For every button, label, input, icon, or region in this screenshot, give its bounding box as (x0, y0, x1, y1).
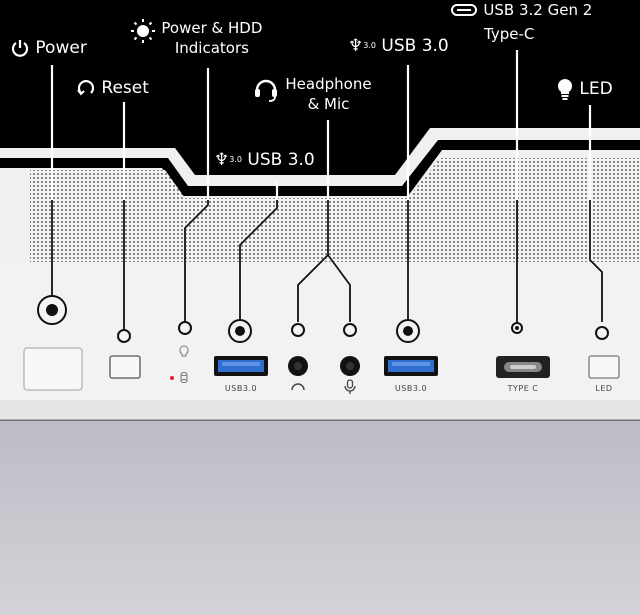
usb-port-right[interactable] (384, 356, 438, 376)
reset-icon (77, 80, 95, 96)
headphone-icon (291, 383, 305, 391)
microphone-icon (344, 379, 356, 394)
led-button[interactable] (588, 355, 620, 379)
bezel (0, 262, 640, 420)
type-c-icon (451, 4, 477, 16)
label-type-c: USB 3.2 Gen 2 (450, 0, 592, 20)
label-reset: Reset (76, 78, 149, 98)
chassis-stripe (0, 140, 640, 196)
usb-icon: ♆ (348, 36, 364, 56)
indicator-leds (170, 345, 189, 383)
port-caption-type-c: TYPE C (507, 384, 539, 393)
label-usb-right: ♆3.0 USB 3.0 (348, 36, 449, 56)
label-indicators: Power & HDD Indicators (130, 18, 262, 58)
headphone-jack[interactable] (288, 356, 308, 376)
mic-jack[interactable] (340, 356, 360, 376)
label-power: Power (10, 38, 87, 58)
mesh-panel (30, 158, 640, 270)
label-headphone-mic: Headphone & Mic (252, 74, 372, 114)
bulb-icon (557, 78, 573, 100)
usb-port-left[interactable] (214, 356, 268, 376)
power-button[interactable] (23, 347, 83, 391)
type-c-port[interactable] (496, 356, 550, 378)
sun-icon (131, 19, 155, 43)
headset-icon (255, 79, 277, 102)
label-led: LED (556, 78, 613, 100)
port-caption-usb-left: USB3.0 (224, 384, 258, 393)
usb-icon: ♆ (214, 150, 230, 170)
port-caption-usb-right: USB3.0 (394, 384, 428, 393)
lower-body (0, 421, 640, 615)
label-usb-left: ♆3.0 USB 3.0 (214, 150, 315, 170)
label-type-c-line2: Type-C (484, 25, 535, 43)
reset-button[interactable] (109, 355, 141, 379)
power-icon (11, 40, 29, 57)
port-caption-led: LED (595, 384, 613, 393)
